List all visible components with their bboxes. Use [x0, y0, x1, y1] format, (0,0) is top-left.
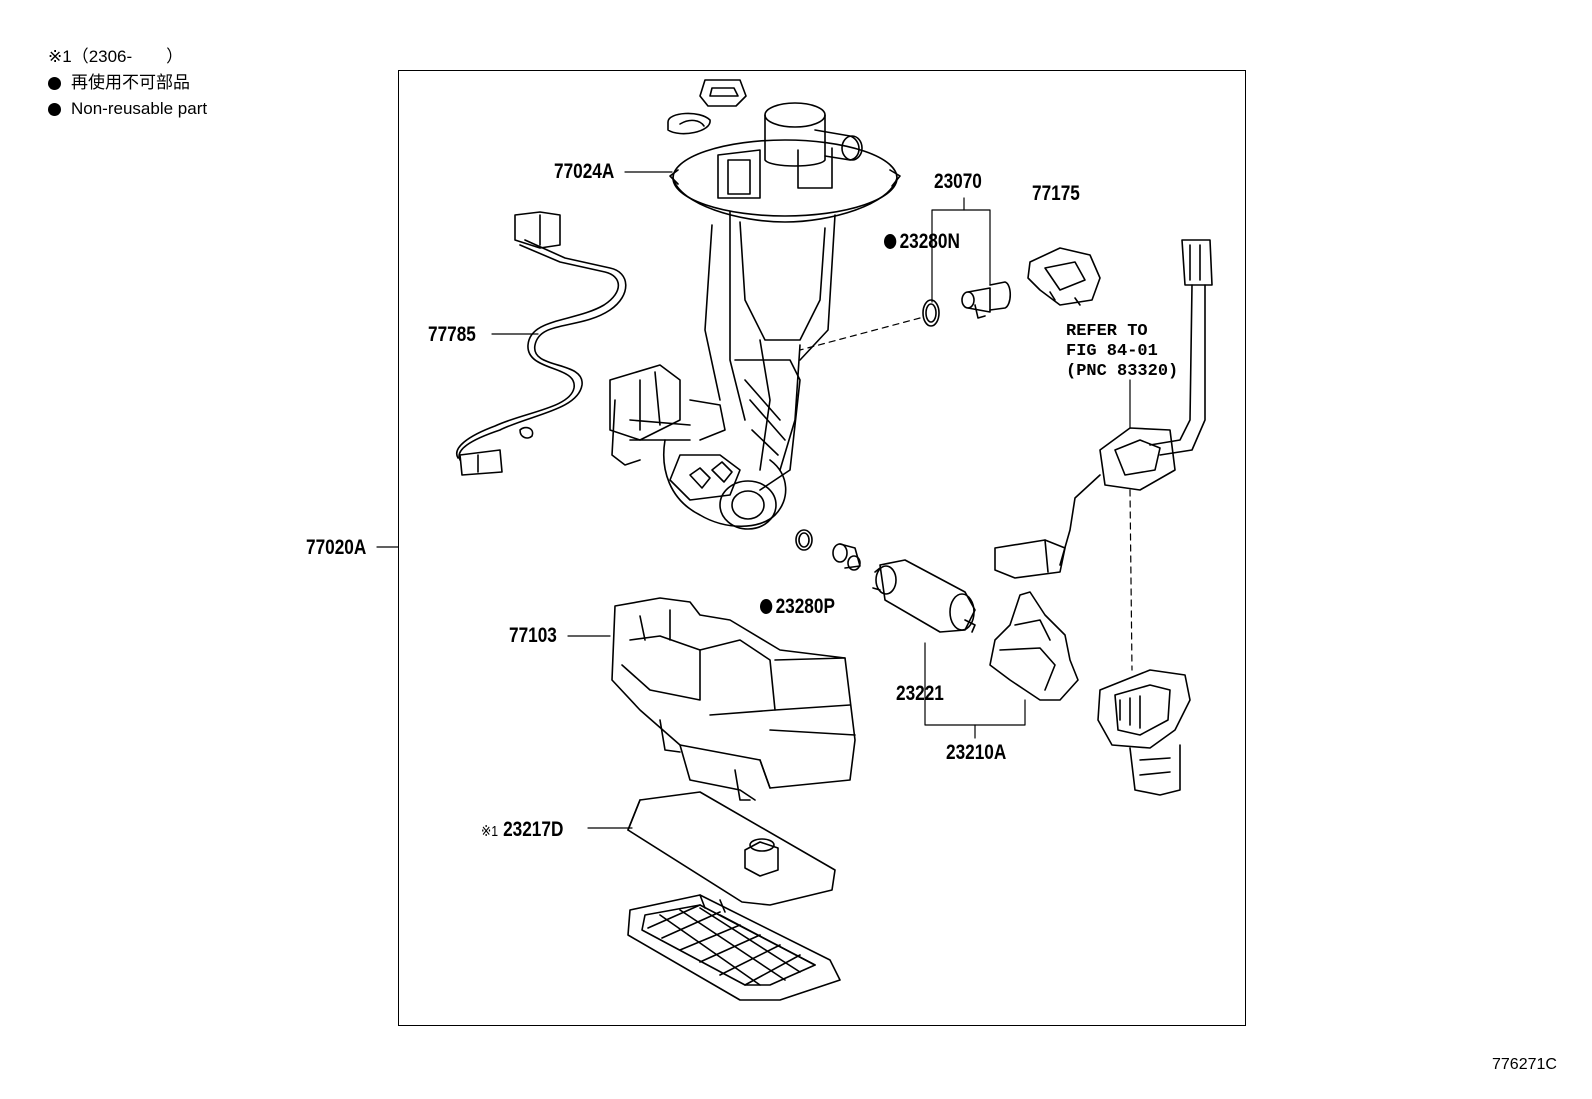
pump-flange-drawing — [669, 102, 901, 491]
leader-lines — [376, 171, 1131, 829]
part-label-23280p-text: 23280P — [775, 595, 835, 618]
pump-module-drawing — [609, 364, 787, 530]
part-label-77024a: 77024A — [554, 160, 615, 183]
part-label-77785: 77785 — [428, 323, 476, 346]
reference-line-3: (PNC 83320) — [1066, 362, 1179, 381]
non-reusable-bullet-icon — [760, 599, 773, 614]
part-label-23280p: 23280P — [760, 595, 835, 619]
bushing-drawing — [832, 543, 861, 571]
reference-line-2: FIG 84-01 — [1066, 342, 1158, 361]
legend-en-text: Non-reusable part — [71, 99, 208, 118]
legend-jp-text: 再使用不可部品 — [71, 73, 190, 92]
note-mark: ※1 — [481, 823, 499, 840]
part-label-23217d-text: 23217D — [503, 818, 564, 841]
part-label-77175: 77175 — [1032, 182, 1080, 205]
reference-line-1: REFER TO — [1066, 322, 1148, 341]
non-reusable-bullet-icon — [884, 234, 897, 249]
legend-row-jp: 再使用不可部品 — [48, 70, 207, 96]
part-label-23210a: 23210A — [946, 741, 1007, 764]
oring-23280n-drawing — [922, 299, 940, 327]
legend-note: ※1（2306- ） — [48, 44, 207, 70]
oring-23280p-drawing — [795, 529, 813, 551]
bracket-77175-drawing — [1027, 247, 1101, 306]
part-label-23280n: 23280N — [884, 230, 960, 254]
bullet-icon — [48, 76, 61, 90]
wire-harness-drawing — [455, 211, 627, 476]
part-label-77103: 77103 — [509, 624, 557, 647]
part-label-23070: 23070 — [934, 170, 982, 193]
part-label-23280n-text: 23280N — [899, 230, 960, 253]
diagram-frame — [398, 70, 1246, 1026]
bullet-icon — [48, 102, 61, 116]
legend: ※1（2306- ） 再使用不可部品 Non-reusable part — [48, 44, 207, 122]
legend-row-en: Non-reusable part — [48, 96, 207, 122]
fuel-pump-23221-drawing — [872, 559, 976, 633]
filter-23217d-drawing — [627, 791, 841, 1001]
fitting-23070-drawing — [961, 281, 1012, 319]
top-gasket-drawing — [667, 79, 747, 135]
part-label-77020a: 77020A — [306, 536, 367, 559]
pump-bracket-drawing — [989, 591, 1079, 701]
figure-id: 776271C — [1492, 1056, 1557, 1073]
legend-note-text: ※1（2306- ） — [48, 47, 184, 66]
part-label-23221: 23221 — [896, 682, 944, 705]
alignment-lines — [799, 317, 1133, 671]
sender-housing-drawing — [1097, 669, 1191, 796]
reservoir-77103-drawing — [611, 597, 856, 801]
fuel-sender-drawing — [994, 239, 1213, 579]
